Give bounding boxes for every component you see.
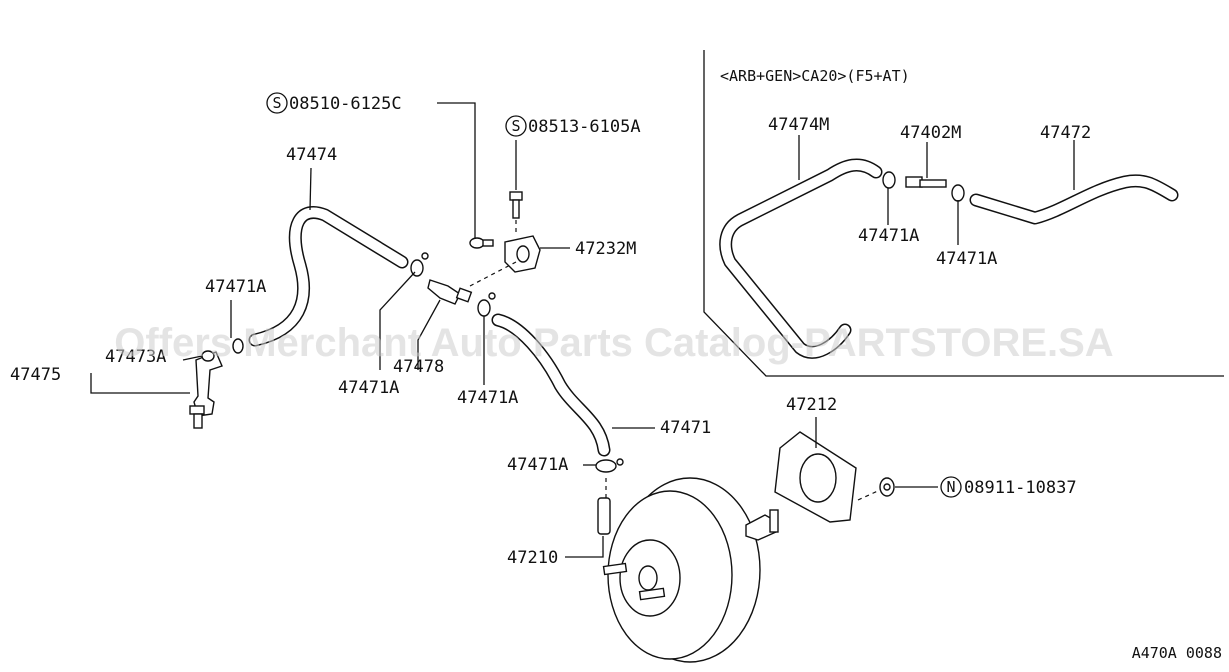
label-47232M: 47232M <box>575 239 636 259</box>
label-47472: 47472 <box>1040 123 1091 143</box>
hose-47471 <box>491 313 611 457</box>
label-47212: 47212 <box>786 395 837 415</box>
label-47475: 47475 <box>10 365 61 385</box>
label-47471: 47471 <box>660 418 711 438</box>
label-47402M: 47402M <box>900 123 961 143</box>
brake-booster-47210 <box>597 477 779 663</box>
gasket-47212 <box>774 431 857 523</box>
check-valve-47478 <box>427 279 473 305</box>
label-47471A-left: 47471A <box>205 277 266 297</box>
inset-variant-label: <ARB+GEN>CA20>(F5+AT) <box>720 67 910 85</box>
label-47471A-inset1: 47471A <box>858 226 919 246</box>
svg-text:S: S <box>272 94 281 112</box>
inset-frame <box>703 50 1224 377</box>
connector-47475 <box>189 351 223 429</box>
clamp-47471A-left <box>232 338 244 354</box>
clamp-47471A-upper <box>410 252 429 277</box>
label-47471A-mid1: 47471A <box>338 378 399 398</box>
clamp-47471A-mid <box>477 292 496 317</box>
bolt-08510-6125C <box>469 237 494 249</box>
alignment-lines <box>469 220 881 501</box>
clamp-47471A-inset1 <box>882 171 896 189</box>
label-47473A: 47473A <box>105 347 166 367</box>
label-08510-6125C: 08510-6125C <box>289 94 402 114</box>
watermark: Offers Merchant Auto Parts Catalog-PARTS… <box>114 321 1113 365</box>
leader-lines <box>90 102 1075 558</box>
hose-47474 <box>248 206 409 347</box>
label-47471A-inset2: 47471A <box>936 249 997 269</box>
label-47478: 47478 <box>393 357 444 377</box>
clamp-47471A-inset2 <box>951 184 965 202</box>
diagram-code: A470A 0088 <box>1132 644 1222 662</box>
symbol-s-2: S <box>505 115 527 137</box>
hose-47474M <box>719 158 883 359</box>
hose-47472 <box>969 174 1179 225</box>
svg-text:N: N <box>946 478 955 496</box>
svg-text:S: S <box>511 117 520 135</box>
clamp-47471A-lower <box>595 458 624 473</box>
label-47474M: 47474M <box>768 115 829 135</box>
symbol-n-1: N <box>940 476 962 498</box>
symbol-s-1: S <box>266 92 288 114</box>
bolt-08513-6105A <box>509 191 523 219</box>
bracket-47232M <box>504 235 541 273</box>
label-47471A-lower: 47471A <box>507 455 568 475</box>
nut-08911-10837 <box>879 477 895 497</box>
label-08911-10837: 08911-10837 <box>964 478 1077 498</box>
connector-47402M <box>905 176 947 188</box>
label-47471A-mid2: 47471A <box>457 388 518 408</box>
label-08513-6105A: 08513-6105A <box>528 117 641 137</box>
label-47474: 47474 <box>286 145 337 165</box>
label-47210: 47210 <box>507 548 558 568</box>
